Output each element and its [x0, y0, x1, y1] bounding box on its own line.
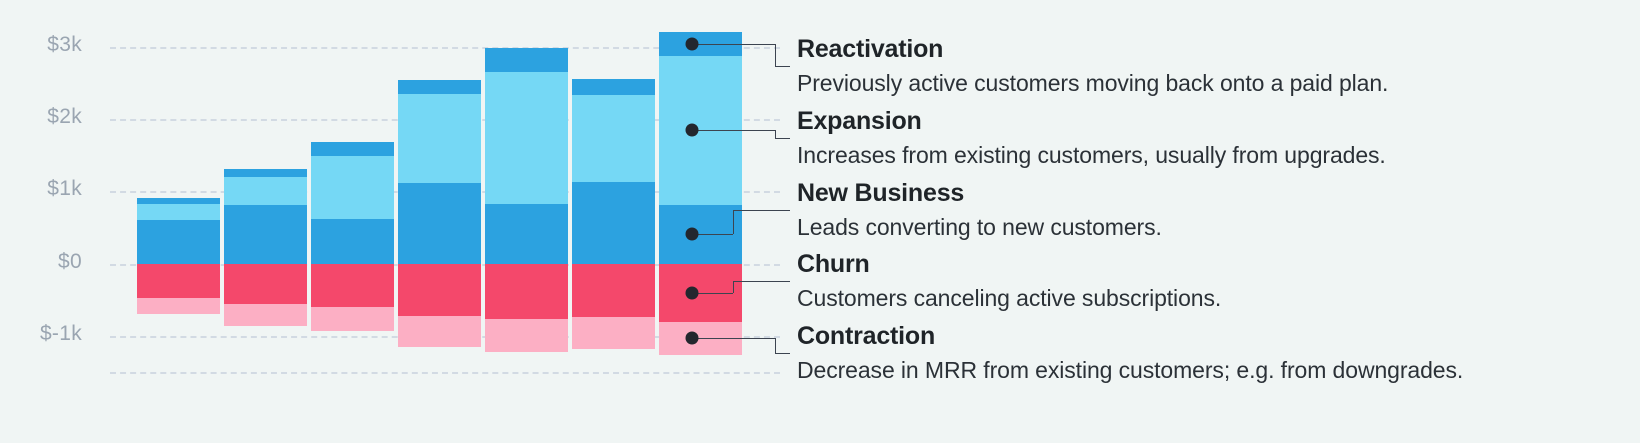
y-axis-tick-2k: $2k	[47, 105, 82, 129]
bar-segment-churn[interactable]	[572, 263, 655, 318]
y-axis-tick-1k: $1k	[47, 177, 82, 201]
bar-segment-contraction[interactable]	[572, 317, 655, 349]
bar-group[interactable]	[659, 0, 742, 443]
bars-layer	[0, 0, 790, 443]
legend-item-title: Reactivation	[797, 35, 944, 63]
bar-segment-churn[interactable]	[137, 263, 220, 299]
bar-segment-reactivation[interactable]	[224, 169, 307, 177]
annotation-dot-churn[interactable]	[685, 286, 699, 300]
legend-item-title: Expansion	[797, 107, 922, 135]
bar-segment-contraction[interactable]	[224, 304, 307, 326]
annotation-dot-reactivation[interactable]	[685, 37, 699, 51]
bar-segment-reactivation[interactable]	[485, 48, 568, 73]
legend-item-description: Previously active customers moving back …	[797, 69, 1389, 96]
legend-item-description: Leads converting to new customers.	[797, 213, 1162, 240]
bar-segment-contraction[interactable]	[137, 298, 220, 315]
annotation-dot-expansion[interactable]	[685, 123, 699, 137]
legend-item-title: New Business	[797, 179, 965, 207]
legend-item-title: Contraction	[797, 322, 936, 350]
bar-segment-contraction[interactable]	[311, 307, 394, 331]
legend-item-description: Increases from existing customers, usual…	[797, 141, 1386, 168]
bar-segment-churn[interactable]	[485, 263, 568, 319]
bar-segment-expansion[interactable]	[311, 156, 394, 219]
y-axis-tick-3k: $3k	[47, 33, 82, 56]
bar-group[interactable]	[311, 0, 394, 443]
bar-segment-new-business[interactable]	[224, 205, 307, 264]
bar-segment-new-business[interactable]	[398, 182, 481, 264]
bar-group[interactable]	[572, 0, 655, 443]
bar-segment-expansion[interactable]	[137, 203, 220, 221]
annotation-dot-contraction[interactable]	[685, 331, 699, 345]
bar-group[interactable]	[485, 0, 568, 443]
bar-segment-expansion[interactable]	[485, 72, 568, 205]
bar-segment-contraction[interactable]	[485, 318, 568, 352]
legend-item-description: Customers canceling active subscriptions…	[797, 284, 1222, 311]
bar-segment-churn[interactable]	[398, 263, 481, 317]
bar-segment-churn[interactable]	[224, 263, 307, 305]
legend-item-title: Churn	[797, 250, 870, 278]
bar-segment-reactivation[interactable]	[572, 78, 655, 96]
bar-segment-new-business[interactable]	[485, 204, 568, 264]
bar-segment-expansion[interactable]	[398, 93, 481, 183]
bar-segment-new-business[interactable]	[311, 218, 394, 264]
bar-segment-reactivation[interactable]	[311, 142, 394, 157]
bar-segment-expansion[interactable]	[224, 177, 307, 206]
gridline-baseline	[110, 372, 780, 374]
annotation-dot-new-business[interactable]	[685, 227, 699, 241]
bar-group[interactable]	[398, 0, 481, 443]
bar-segment-reactivation[interactable]	[398, 80, 481, 94]
bar-segment-expansion[interactable]	[572, 95, 655, 183]
bar-group[interactable]	[224, 0, 307, 443]
bar-segment-new-business[interactable]	[572, 182, 655, 264]
gridline-3k	[110, 47, 780, 49]
bar-segment-contraction[interactable]	[398, 316, 481, 347]
y-axis-tick--1k: $-1k	[39, 321, 82, 345]
chart-plot-area: $3k $2k $1k $0 $-1k	[0, 0, 790, 443]
bar-segment-reactivation[interactable]	[659, 31, 742, 56]
bar-segment-new-business[interactable]	[137, 220, 220, 264]
legend-item-description: Decrease in MRR from existing customers;…	[797, 356, 1464, 383]
bar-segment-churn[interactable]	[311, 263, 394, 307]
bar-group[interactable]	[137, 0, 220, 443]
y-axis-tick-0: $0	[58, 249, 82, 273]
bar-segment-reactivation[interactable]	[137, 197, 220, 204]
